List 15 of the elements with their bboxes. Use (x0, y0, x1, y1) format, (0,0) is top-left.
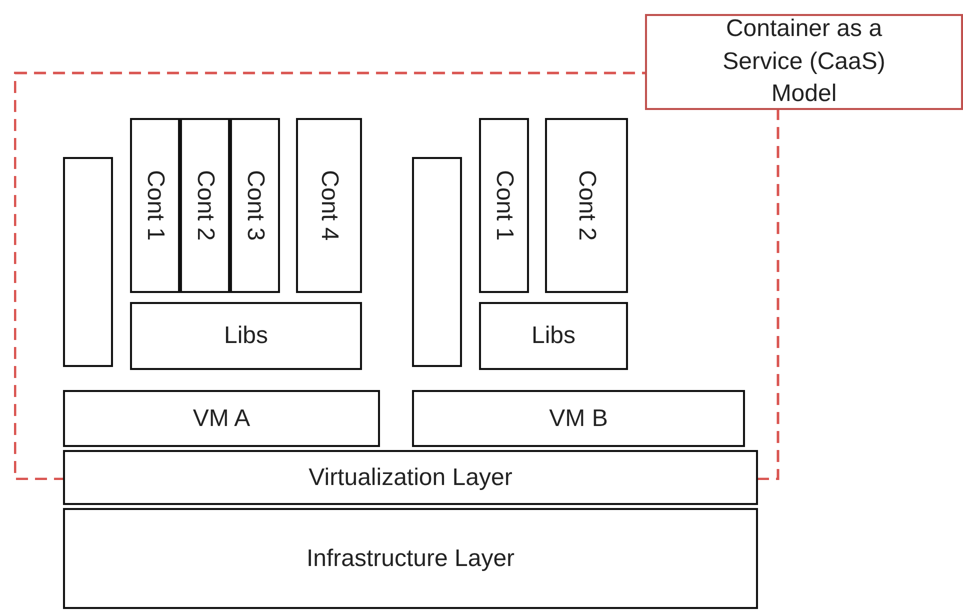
layer-box: Libs (130, 302, 362, 370)
empty-box (63, 157, 113, 367)
empty-box (412, 157, 462, 367)
container-box: Cont 3 (230, 118, 280, 293)
container-box: Cont 4 (296, 118, 362, 293)
layer-box: VM A (63, 390, 380, 447)
container-box: Cont 1 (479, 118, 529, 293)
layer-box: VM B (412, 390, 745, 447)
layer-box: Infrastructure Layer (63, 508, 758, 609)
container-box: Cont 2 (180, 118, 230, 293)
model-title-label: Container as a Service (CaaS) Model (645, 14, 963, 110)
layer-box: Virtualization Layer (63, 450, 758, 505)
container-box: Cont 2 (545, 118, 628, 293)
layer-box: Libs (479, 302, 628, 370)
container-box: Cont 1 (130, 118, 180, 293)
